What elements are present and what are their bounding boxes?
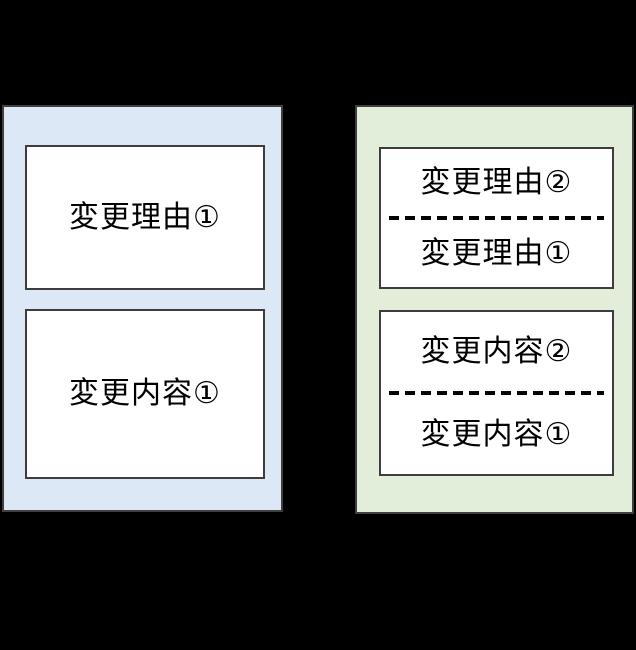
after-change-reason-top-label: 変更理由② xyxy=(420,165,573,199)
dashed-divider xyxy=(389,391,604,395)
after-panel: 変更理由② 変更理由① 変更内容② 変更内容① xyxy=(355,105,634,514)
before-change-content-box: 変更内容① xyxy=(25,309,265,479)
box-row: 変更内容② xyxy=(381,312,612,391)
before-change-content-label: 変更内容① xyxy=(69,377,221,410)
after-change-content-bottom-label: 変更内容① xyxy=(420,417,573,451)
after-change-reason-bottom-label: 変更理由① xyxy=(420,236,573,270)
after-change-content-top-label: 変更内容② xyxy=(420,334,573,368)
dashed-divider xyxy=(389,216,604,220)
box-row: 変更内容① xyxy=(381,395,612,474)
after-change-content-box: 変更内容② 変更内容① xyxy=(379,310,614,476)
box-row: 変更理由① xyxy=(381,220,612,287)
box-row: 変更内容① xyxy=(27,311,263,477)
box-row: 変更理由② xyxy=(381,149,612,216)
before-change-reason-box: 変更理由① xyxy=(25,145,265,290)
before-panel: 変更理由① 変更内容① xyxy=(2,105,283,512)
after-change-reason-box: 変更理由② 変更理由① xyxy=(379,147,614,289)
before-change-reason-label: 変更理由① xyxy=(69,200,221,234)
box-row: 変更理由① xyxy=(27,147,263,288)
